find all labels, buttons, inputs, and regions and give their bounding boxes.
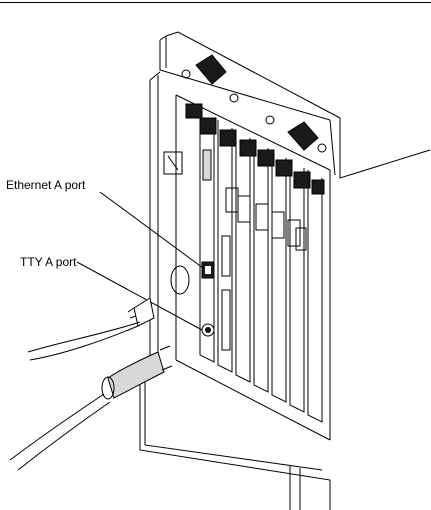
top-vent-left [181,54,239,103]
card-slot-2 [217,120,233,373]
top-rule [0,2,431,3]
serial-cable [9,345,173,471]
card-slot-1 [199,110,215,363]
ethernet-cable [27,297,155,361]
leader-lines [76,191,204,331]
tty-a-port-callout: TTY A port [20,255,77,269]
ethernet-a-port-graphic [201,261,215,279]
card-handle-round [170,265,190,295]
card-slot-3 [235,130,251,383]
card-connectors [225,187,307,251]
side-latch [163,151,183,175]
card-slots [199,110,323,423]
card-ejectors [185,103,325,195]
card-slot-6 [289,160,305,413]
card-slot-5 [271,150,287,403]
top-vent-right [265,115,327,153]
card-slot-7 [307,170,323,423]
chassis-frame [139,31,431,510]
card-slot-4 [253,140,269,393]
tty-a-port-graphic [201,323,215,337]
ethernet-a-port-callout: Ethernet A port [6,178,86,192]
